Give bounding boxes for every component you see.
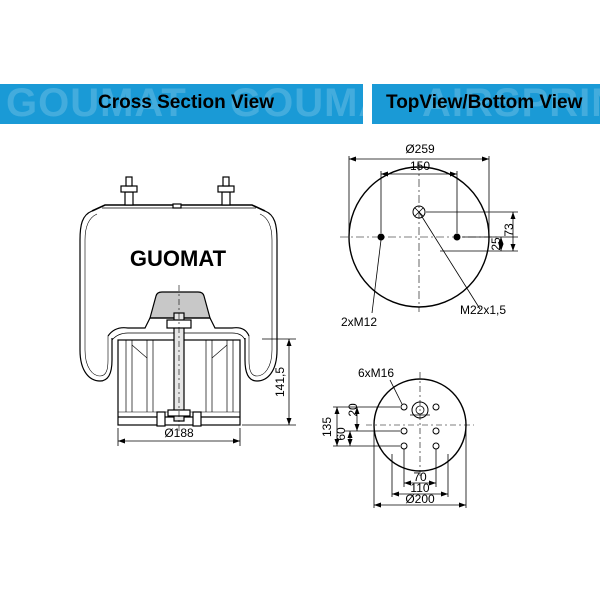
cross-section-drawing: [79, 176, 278, 432]
dimension-60: 60: [334, 427, 348, 441]
top-view-dims: [348, 156, 518, 314]
height-dimension: 141,5: [273, 367, 287, 397]
cross-section-title: Cross Section View: [98, 92, 274, 113]
dimension-70: 70: [413, 470, 427, 484]
piston-diameter-dimension: Ø188: [164, 426, 194, 440]
top-bottom-view-header: AIRSPRING TopView/Bottom View: [372, 84, 600, 124]
bottom-view-drawing: [366, 372, 474, 478]
watermark-text: GOUMAT: [6, 84, 187, 124]
dimension-20: 20: [346, 403, 360, 417]
dimension-110: 110: [410, 481, 429, 495]
dimension-73: 73: [502, 223, 516, 237]
top-bottom-view-title: TopView/Bottom View: [386, 92, 583, 113]
bolt-spacing-dimension: 150: [410, 159, 430, 173]
bottom-diameter-dimension: Ø200: [405, 492, 435, 506]
watermark-text: AIRSPRING: [422, 84, 600, 124]
air-port-label: M22x1,5: [460, 303, 506, 317]
cross-section-dims: [117, 338, 296, 446]
dimension-25: 25: [489, 237, 503, 251]
cross-section-header: GOUMAT GOUMAT Cross Section View: [0, 84, 363, 124]
watermark-text: GOUMAT: [230, 84, 363, 124]
top-bolts-label: 2xM12: [341, 315, 377, 329]
top-view-drawing: [340, 163, 498, 312]
top-stud-left: [120, 176, 138, 206]
bottom-view-dims: [333, 379, 467, 508]
top-diameter-dimension: Ø259: [405, 142, 435, 156]
brand-label: GUOMAT: [130, 246, 227, 271]
bottom-bolts-label: 6xM16: [358, 366, 394, 380]
top-stud-right: [217, 176, 235, 206]
dimension-135: 135: [320, 417, 334, 437]
